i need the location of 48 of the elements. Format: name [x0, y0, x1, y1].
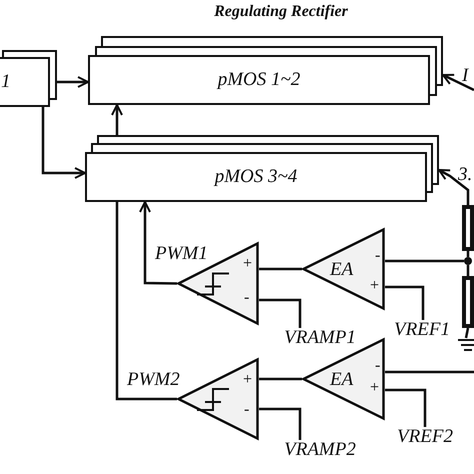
block-label: pMOS 1~2 — [216, 69, 302, 91]
input-sign: + — [370, 278, 380, 294]
arrow — [442, 74, 474, 92]
input-sign: + — [243, 372, 252, 388]
wire — [466, 265, 470, 276]
arrow — [139, 201, 178, 285]
wire — [385, 260, 464, 262]
input-sign: + — [243, 256, 252, 272]
wire — [466, 251, 470, 257]
amplifier-label: EA — [330, 260, 354, 279]
arrow — [111, 104, 123, 135]
wire — [259, 298, 302, 328]
wire — [259, 408, 302, 440]
wire — [259, 378, 302, 380]
wire — [464, 328, 470, 338]
ground-symbol — [458, 338, 474, 351]
block-label: pMOS 3~4 — [212, 166, 298, 188]
comparator-label: PWM2 — [127, 370, 180, 389]
stacked-block — [85, 135, 439, 202]
wire — [259, 268, 302, 270]
input-sign: + — [370, 380, 380, 396]
input-sign: - — [375, 248, 380, 264]
input-sign: - — [244, 290, 250, 306]
block-label: 1 — [0, 71, 12, 93]
wire — [385, 286, 424, 320]
signal-label: I — [462, 66, 468, 85]
wire — [385, 388, 426, 427]
stacked-block — [0, 50, 57, 107]
wire — [116, 202, 177, 400]
input-sign: - — [375, 358, 380, 374]
stacked-block — [88, 36, 443, 105]
amplifier-symbol — [302, 228, 385, 310]
signal-label: 3. — [458, 165, 472, 184]
diagram-title: Regulating Rectifier — [213, 3, 349, 21]
arrow — [438, 168, 470, 205]
junction-dot — [464, 257, 472, 265]
arrow — [42, 107, 86, 179]
comparator-label: PWM1 — [155, 244, 208, 263]
signal-label: VRAMP1 — [284, 327, 356, 348]
signal-label: VREF1 — [394, 319, 450, 340]
resistor-symbol — [462, 205, 474, 251]
arrow — [57, 76, 89, 88]
signal-label: VREF2 — [397, 426, 453, 447]
input-sign: - — [244, 402, 250, 418]
amplifier-label: EA — [330, 370, 354, 389]
resistor-symbol — [462, 276, 474, 328]
signal-label: VRAMP2 — [284, 439, 356, 460]
wire — [385, 370, 474, 374]
